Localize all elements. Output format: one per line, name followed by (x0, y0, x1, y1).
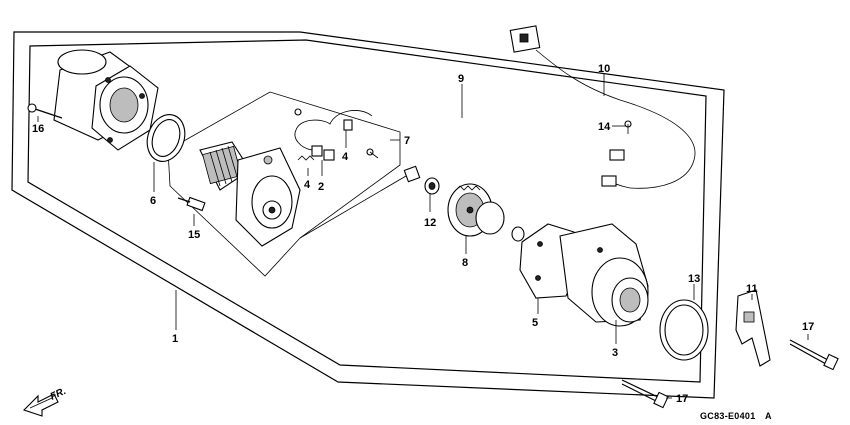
leader-lines (37, 74, 809, 399)
brush-holder-end-cover (235, 147, 301, 247)
callout-3: 3 (612, 347, 618, 359)
armature-to-drive-leader (299, 175, 407, 239)
front-direction-arrow-icon (22, 393, 59, 417)
screw-15 (177, 196, 206, 212)
direction-label: FR. (49, 386, 68, 403)
callout-16: 16 (32, 123, 44, 135)
starter-cable-10 (509, 25, 696, 189)
callout-9: 9 (458, 73, 464, 85)
cable-clip-11 (735, 289, 771, 367)
reduction-gear-case (519, 223, 649, 327)
small-seal (511, 226, 525, 242)
callout-13: 13 (688, 273, 700, 285)
o-ring-13 (659, 299, 709, 361)
washer-12 (403, 165, 440, 195)
callout-15: 15 (188, 229, 200, 241)
callout-5: 5 (532, 317, 538, 329)
drawing-code: GC83-E0401 (700, 411, 756, 421)
starter-clutch-pinion-8 (447, 183, 505, 237)
subassembly-boundary-outline (27, 39, 707, 383)
drawing-code-suffix: A (765, 411, 772, 421)
callout-11: 11 (746, 283, 758, 295)
callout-14: 14 (598, 121, 611, 133)
callout-17-right: 17 (802, 321, 814, 333)
bolt-17-bottom (621, 379, 669, 409)
brush-wire-set (294, 108, 379, 161)
callout-10: 10 (598, 63, 610, 75)
bolt-16 (27, 103, 63, 119)
starter-yoke-housing (53, 49, 159, 151)
o-ring-gasket-6 (146, 114, 186, 162)
assembly-boundary-outline (11, 31, 725, 399)
callout-6: 6 (150, 195, 156, 207)
bolt-17-right (789, 339, 839, 371)
armature-commutator (199, 141, 251, 191)
callout-2: 2 (318, 181, 324, 193)
callout-12: 12 (424, 217, 436, 229)
callout-8: 8 (462, 257, 468, 269)
callout-17-bottom: 17 (676, 393, 688, 405)
callout-4-left: 4 (304, 179, 311, 191)
callout-1: 1 (172, 333, 178, 345)
callout-4-right: 4 (342, 151, 349, 163)
callout-7: 7 (404, 135, 410, 147)
